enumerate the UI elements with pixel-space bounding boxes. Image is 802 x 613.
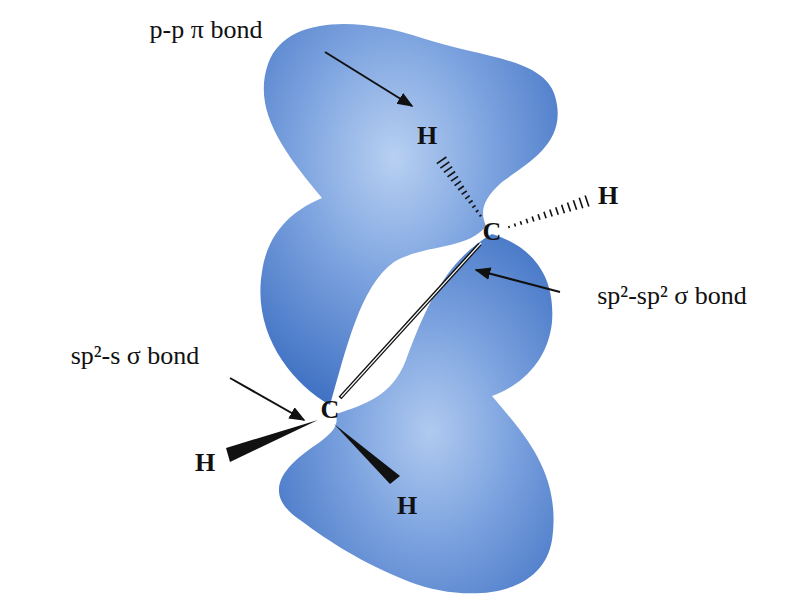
callout-label: sp²-sp² σ bond bbox=[597, 282, 747, 311]
atom-label: H bbox=[397, 492, 417, 521]
leader-arrow bbox=[476, 270, 560, 292]
atom-label: H bbox=[417, 122, 437, 151]
hashed-bond bbox=[437, 157, 589, 228]
pi-orbital-lower-lobe bbox=[279, 234, 554, 593]
wedge-bond bbox=[226, 420, 318, 462]
wedge-bond bbox=[334, 424, 400, 484]
callout-label: p-p π bond bbox=[150, 16, 263, 45]
c-c-sigma-bond-highlight bbox=[341, 243, 481, 397]
atom-label: C bbox=[321, 396, 340, 425]
callout-label: sp²-s σ bond bbox=[71, 342, 200, 371]
atom-label: C bbox=[483, 218, 502, 247]
leader-arrow bbox=[325, 52, 412, 106]
c-c-sigma-bond bbox=[340, 244, 480, 398]
atom-label: H bbox=[598, 182, 618, 211]
leader-arrow bbox=[230, 378, 304, 420]
atom-label: H bbox=[195, 449, 215, 478]
